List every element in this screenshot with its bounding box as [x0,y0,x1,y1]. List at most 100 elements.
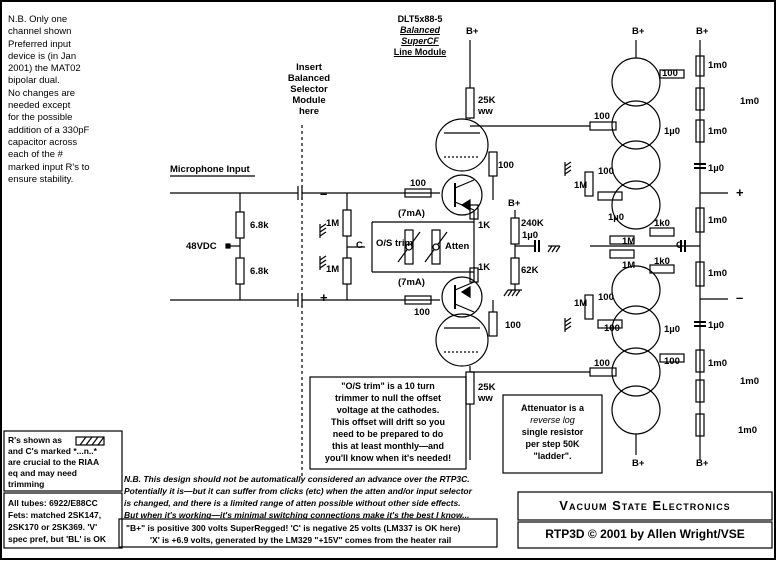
resistor-1k0-bot [649,264,675,274]
label-1u0-mid: 1µ0 [522,230,539,241]
note-line: needed except [8,100,71,112]
note-line: 2SK170 or 2SK369. 'V' [8,522,98,532]
resistor-100-g [659,353,685,363]
note-line: need to be prepared to do [332,429,444,439]
resistor-1k-top [469,204,479,220]
label-atten: Atten [445,241,470,252]
note-line: you'll know when it's needed! [324,453,452,463]
note-line: Preferred input [8,38,71,50]
top-left-note: N.B. Only one channel shown Preferred in… [8,14,90,186]
note-line: "B+" is positive 300 volts SuperRegged! … [126,523,461,533]
insert-label-line: Selector [290,84,328,95]
tube-v5a [611,347,661,397]
note-line: No changes are [8,87,76,99]
label-25k-top: 25K [478,95,496,106]
tube-v5b [611,385,661,435]
resistor-6k8-top [235,211,245,239]
note-line: capacitor across [8,136,78,148]
supply-note: "B+" is positive 300 volts SuperRegged! … [126,522,461,546]
resistor-1m0-g [695,379,705,403]
label-1m-left-bot: 1M [326,264,340,275]
resistor-1m0-d [695,207,705,233]
note-line: Attenuator is a [520,403,584,413]
label-100-in-top: 100 [410,178,426,189]
label-bplus-mid: B+ [508,198,521,209]
resistor-1k0-top [649,227,675,237]
insert-label: Insert Balanced Selector Module here [284,62,334,117]
resistor-100-e [597,319,623,329]
note-line: trimmer to null the offset [334,393,441,403]
label-100-tube-bot: 100 [505,320,521,331]
tube-v3b [611,180,661,230]
label-1k0-bot: 1k0 [654,256,670,267]
label-1m0-h: 1m0 [738,425,758,436]
resistor-1m0-a [695,55,705,77]
resistor-1m0-e [695,261,705,287]
resistor-25k-top [465,87,475,119]
note-line: addition of a 330pF [8,124,90,136]
note-line: Fets: matched 2SK147, [8,510,102,520]
label-1k-bot: 1K [478,262,491,273]
tube-v1-top [435,118,489,172]
jfet-bot [441,276,483,318]
insert-label-line: Insert [296,62,322,73]
resistor-100-in-top [404,188,432,198]
note-line: ensure stability. [8,173,74,185]
label-1m-left-top: 1M [326,218,340,229]
label-1m0-b: 1m0 [740,96,760,107]
label-1m-r-d: 1M [574,298,588,309]
resistor-100-in-bot [404,295,432,305]
note-line: voltage at the cathodes. [336,405,440,415]
note-line: But when it's working—it's minimal switc… [124,510,470,520]
supply-box [118,518,498,548]
label-ww-top: ww [478,106,493,117]
note-line: for the possible [8,112,73,124]
resistor-1m-r-b [609,235,635,245]
resistor-1m-r-c [609,249,635,259]
legend-box [3,430,123,492]
note-line: device is (in Jan [8,50,77,62]
label-100-tube-top: 100 [498,160,514,171]
label-100-c: 100 [662,68,678,79]
note-line: N.B. This design should not be automatic… [124,474,470,484]
note-line: 2001) the MAT02 [8,63,81,75]
label-100-b: 100 [598,166,614,177]
label-1m0-g: 1m0 [740,376,760,387]
resistor-100-out-top [589,121,617,131]
resistor-240k [510,217,520,245]
note-line: marked input R's to [8,161,90,173]
note-line: is changed, and there is a limited range… [124,498,461,508]
label-240k: 240K [521,218,544,229]
note-line: per step 50K [525,439,580,449]
resistor-1m0-f [695,349,705,373]
label-6k8-bot: 6.8k [250,266,269,277]
os-trim-note: "O/S trim" is a 10 turn trimmer to null … [312,380,464,464]
label-plus-in: + [320,290,328,305]
label-1k0-top: 1k0 [654,218,670,229]
label-1m0-a: 1m0 [708,60,728,71]
module-title-line: Balanced [399,25,441,35]
label-1k-top: 1K [478,220,491,231]
label-100-e: 100 [604,323,620,334]
note-line: channel shown [8,26,72,38]
label-1m0-e: 1m0 [708,268,728,279]
module-title: DLT5x88-5 Balanced SuperCF Line Module [392,14,448,58]
company-box [517,491,773,521]
note-line: single resistor [521,427,584,437]
resistor-1m-r-d [584,294,594,320]
resistor-6k8-bot [235,257,245,285]
label-1u0-d: 1µ0 [664,324,681,335]
note-line: This offset will drift so you [330,417,445,427]
tube-v3a [611,140,661,190]
resistor-1m0-b [695,87,705,111]
note-line: and C's marked *...n..* [8,446,97,456]
label-minus-out: – [736,290,744,305]
legend-resistor-symbol [75,436,105,446]
label-6k8-top: 6.8k [250,220,269,231]
note-line: N.B. Only one [8,14,68,25]
label-100-out-bot: 100 [594,358,610,369]
note-line: R's shown as [8,435,62,445]
label-bplus-bot: B+ [632,458,645,469]
label-7ma-top: (7mA) [398,208,425,219]
note-line: All tubes: 6922/E88CC [8,498,98,508]
